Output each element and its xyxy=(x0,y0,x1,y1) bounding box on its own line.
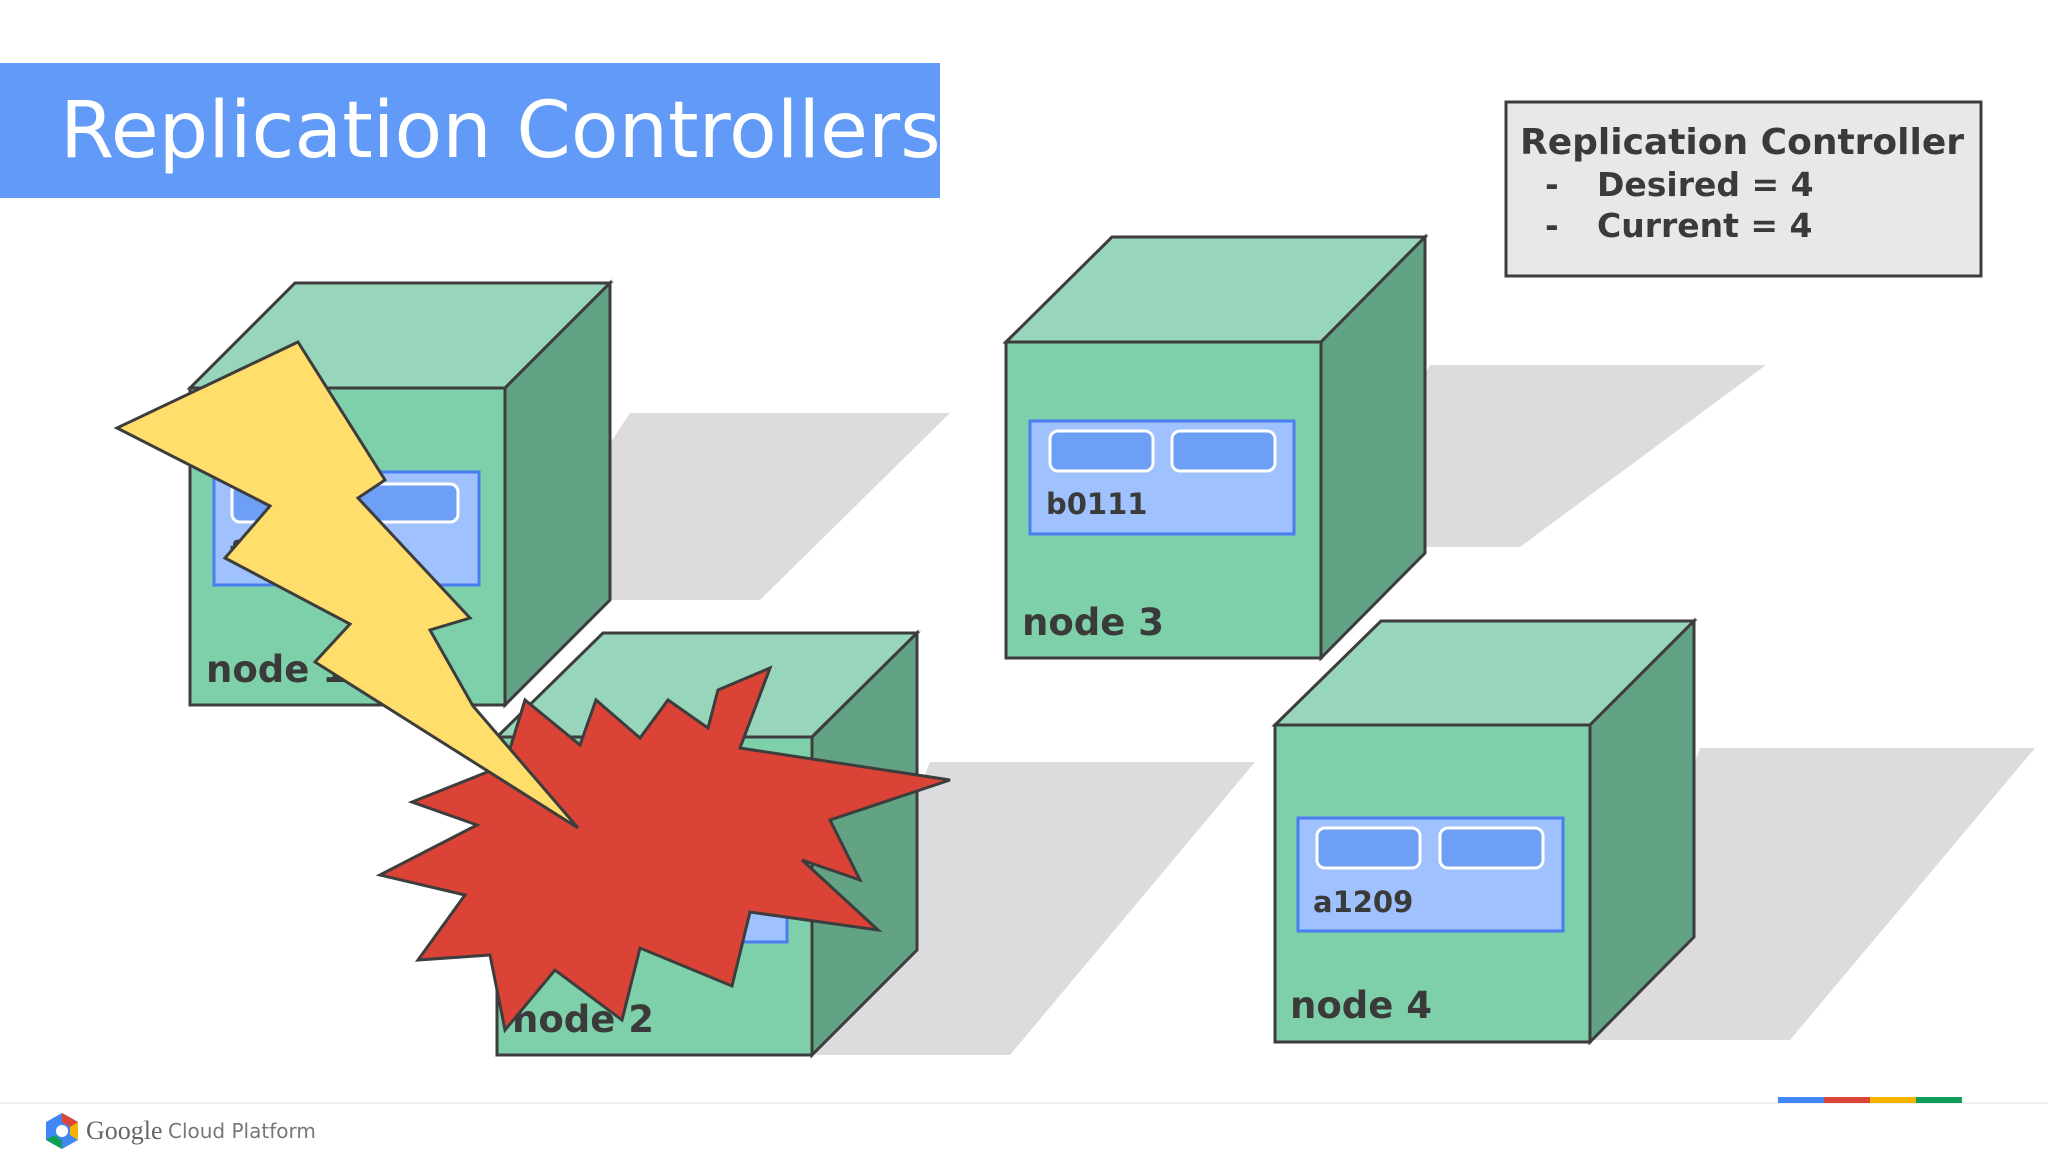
node-3-shadow xyxy=(1318,365,1766,547)
rc-desired: Desired = 4 xyxy=(1597,165,1814,204)
color-bar-green xyxy=(1916,1097,1962,1103)
explosion-icon xyxy=(375,665,951,1034)
node-2-shadow xyxy=(815,762,1255,1055)
footer-brand: Google xyxy=(86,1116,163,1145)
node-3: b0111 node 3 xyxy=(1002,233,1429,662)
color-bar-red xyxy=(1824,1097,1870,1103)
google-cloud-logo-icon xyxy=(46,1113,78,1149)
rc-box-frame xyxy=(1504,100,1983,278)
node-2-label: node 2 xyxy=(512,998,654,1041)
node-4-shadow xyxy=(1590,748,2035,1040)
replication-controller-box: Replication Controller - Desired = 4 - C… xyxy=(1504,100,1983,278)
node-3-pod: b0111 xyxy=(1028,419,1296,536)
node-4-container-1 xyxy=(1315,826,1422,870)
node-3-label: node 3 xyxy=(1022,601,1164,644)
slide-title: Replication Controllers xyxy=(60,86,941,176)
node-3-container-1 xyxy=(1048,429,1155,473)
rc-bullet-1: - xyxy=(1545,165,1559,204)
lightning-icon xyxy=(113,340,580,830)
node-1-shadow xyxy=(508,413,950,600)
node-4-label: node 4 xyxy=(1290,984,1432,1027)
node-3-pod-label: b0111 xyxy=(1046,487,1147,521)
rc-bullet-2: - xyxy=(1545,206,1559,245)
footer-color-bar xyxy=(1778,1097,1962,1103)
node-4-container-2 xyxy=(1438,826,1545,870)
node-4-pod: a1209 xyxy=(1296,816,1565,933)
color-bar-yellow xyxy=(1870,1097,1916,1103)
rc-heading: Replication Controller xyxy=(1520,122,1964,163)
color-bar-blue xyxy=(1778,1097,1824,1103)
node-3-container-2 xyxy=(1170,429,1277,473)
footer-product: Cloud Platform xyxy=(168,1119,316,1143)
rc-current: Current = 4 xyxy=(1597,206,1813,245)
node-4: a1209 node 4 xyxy=(1271,617,1698,1046)
node-4-pod-label: a1209 xyxy=(1313,885,1413,919)
title-bar xyxy=(0,63,940,198)
